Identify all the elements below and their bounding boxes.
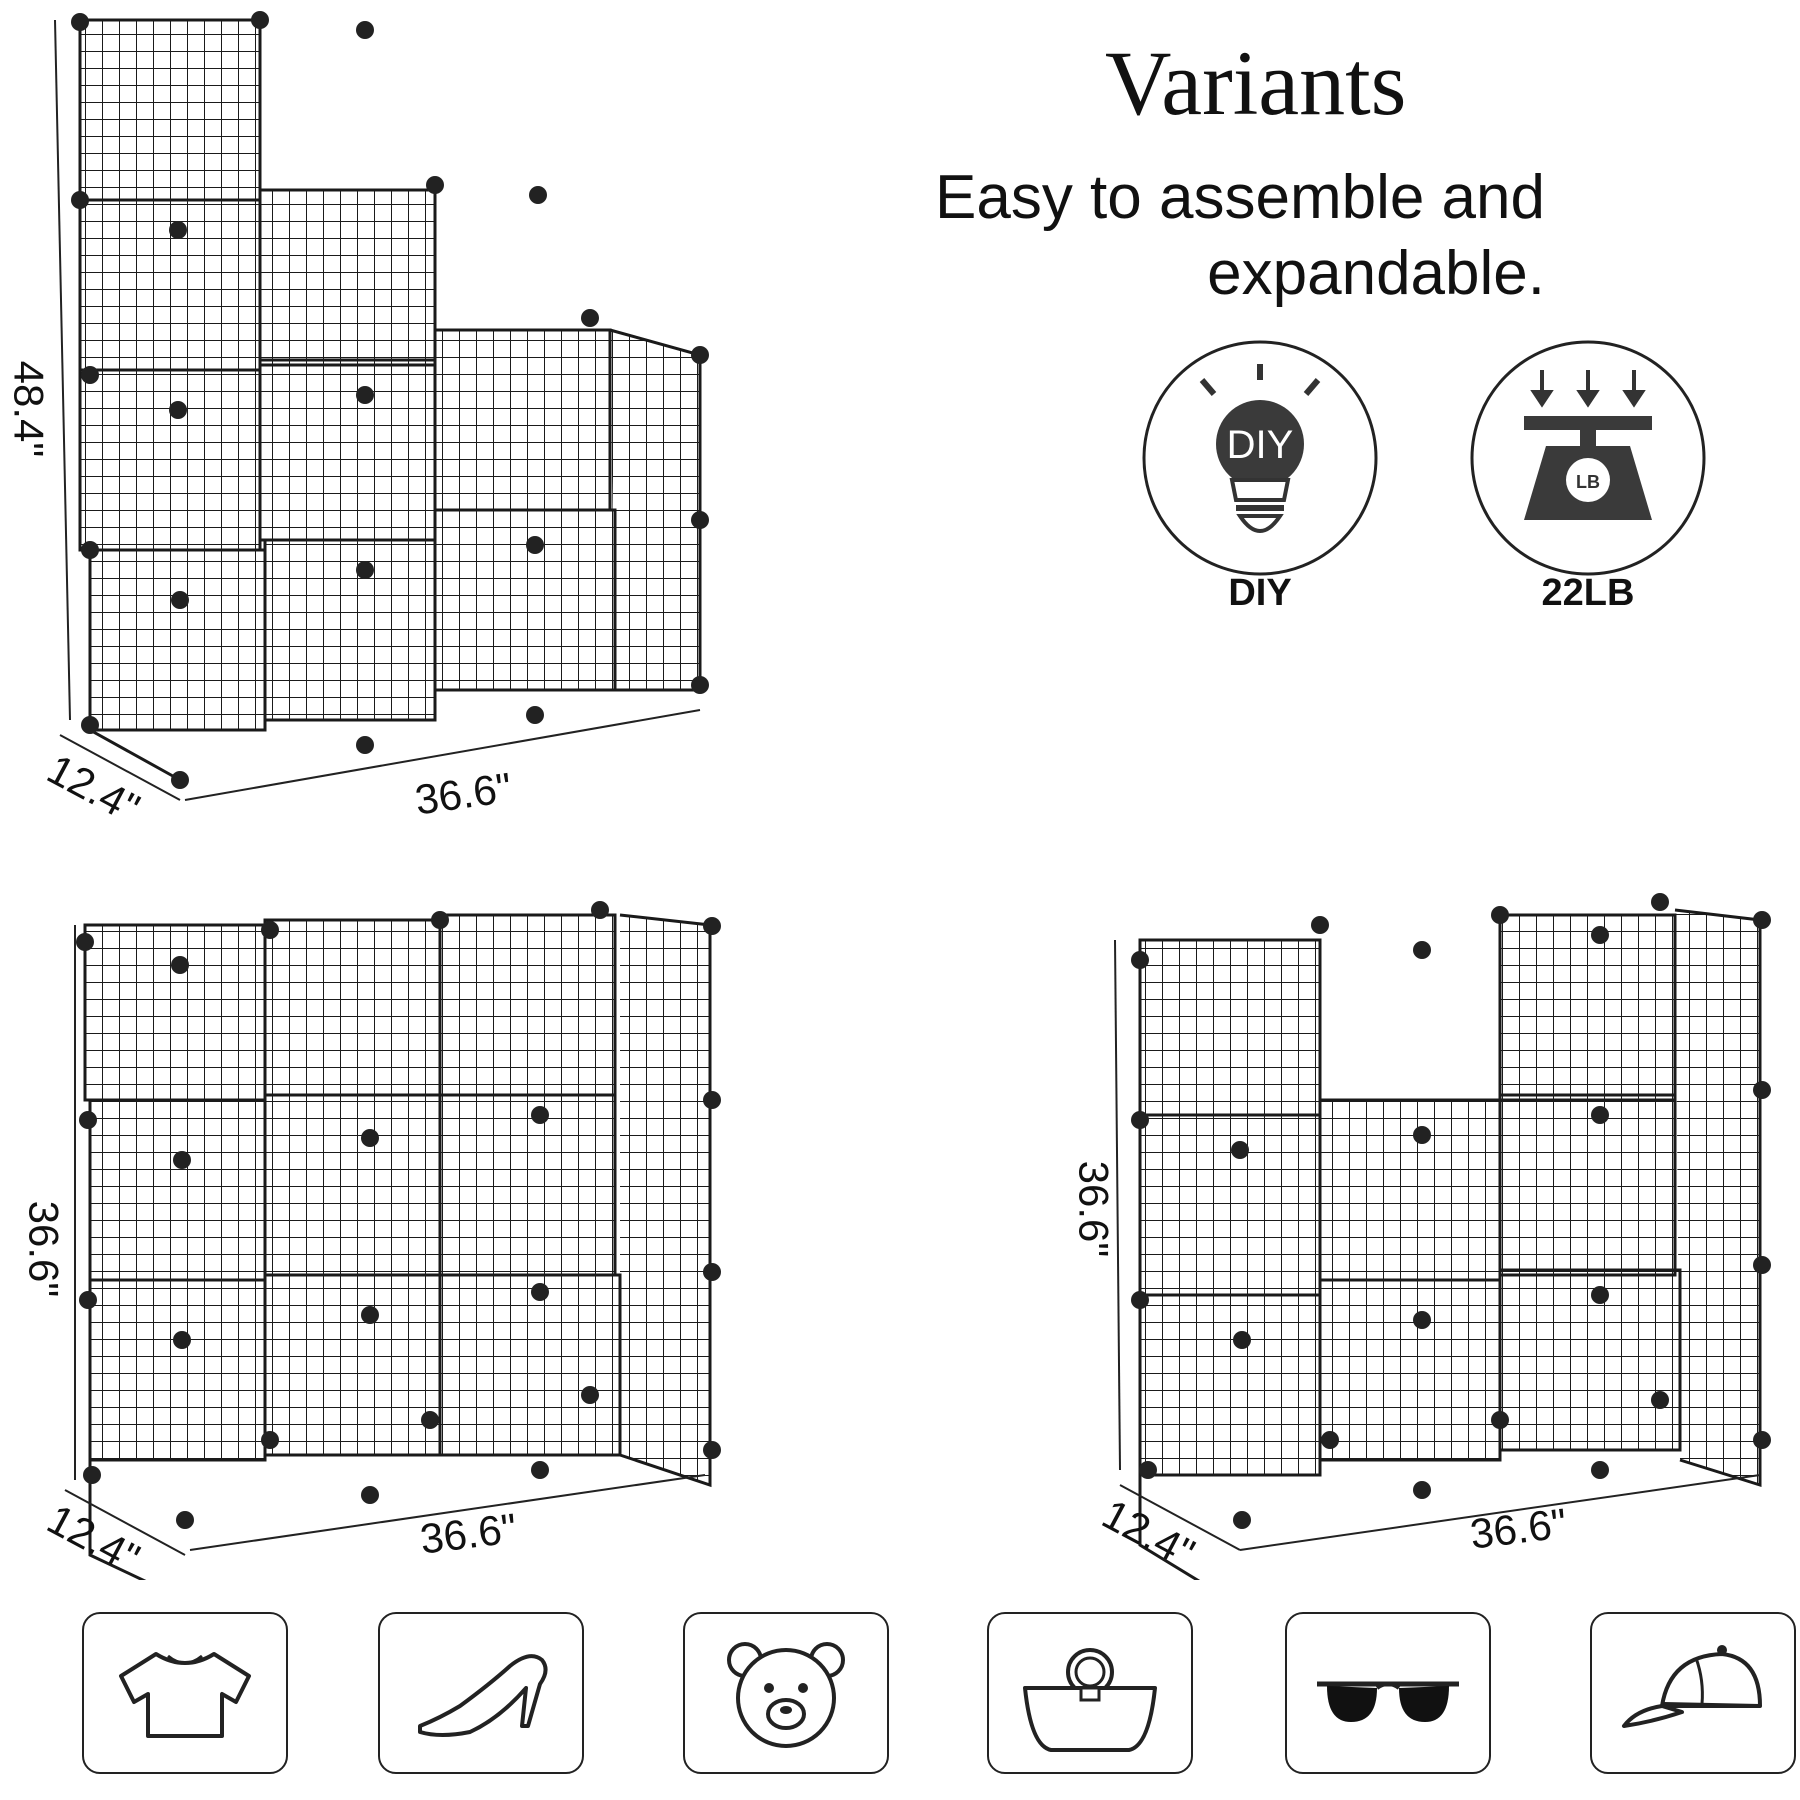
sunglasses-card <box>1285 1612 1491 1774</box>
eight-cube-shelf-variant: 36.6" 36.6" 12.4" <box>1060 880 1790 1602</box>
handbag-card <box>987 1612 1193 1774</box>
baseball-cap-card <box>1590 1612 1796 1774</box>
nine-cube-shelf-drawing <box>64 901 721 1602</box>
teddy-bear-card <box>683 1612 889 1774</box>
subtitle-line-2: expandable. <box>1207 239 1545 308</box>
t-shirt-card <box>82 1612 288 1774</box>
lb-badge-text: LB <box>1576 472 1600 492</box>
sunglasses-icon <box>1317 1681 1459 1722</box>
high-heel-icon <box>418 1654 548 1737</box>
diy-label: DIY <box>1228 572 1292 614</box>
teddy-bear-icon <box>727 1642 845 1748</box>
height-dimension: 48.4" <box>5 360 53 458</box>
eight-cube-shelf-drawing <box>1114 893 1771 1602</box>
weight-label: 22LB <box>1541 572 1635 614</box>
nine-cube-shelf-variant: 36.6" 36.6" 12.4" <box>0 880 760 1602</box>
weight-scale-icon: LB <box>1470 340 1706 576</box>
subtitle: Easy to assemble and expandable. <box>785 160 1545 312</box>
diy-lightbulb-icon: DIY <box>1142 340 1378 576</box>
stair-shelf-variant: 48.4" 36.6" 12.4" <box>0 0 760 832</box>
height-dimension: 36.6" <box>1070 1160 1118 1258</box>
diy-badge-text: DIY <box>1227 423 1294 467</box>
diy-feature: DIY DIY <box>1140 340 1380 620</box>
t-shirt-icon <box>119 1652 251 1738</box>
page-title: Variants <box>1105 32 1407 134</box>
baseball-cap-icon <box>1622 1645 1762 1728</box>
capacity-feature: LB 22LB <box>1468 340 1708 620</box>
height-dimension: 36.6" <box>20 1200 68 1298</box>
high-heel-card <box>378 1612 584 1774</box>
stair-shelf-drawing <box>54 11 709 801</box>
handbag-icon <box>1023 1648 1157 1752</box>
subtitle-line-1: Easy to assemble and <box>934 163 1545 232</box>
